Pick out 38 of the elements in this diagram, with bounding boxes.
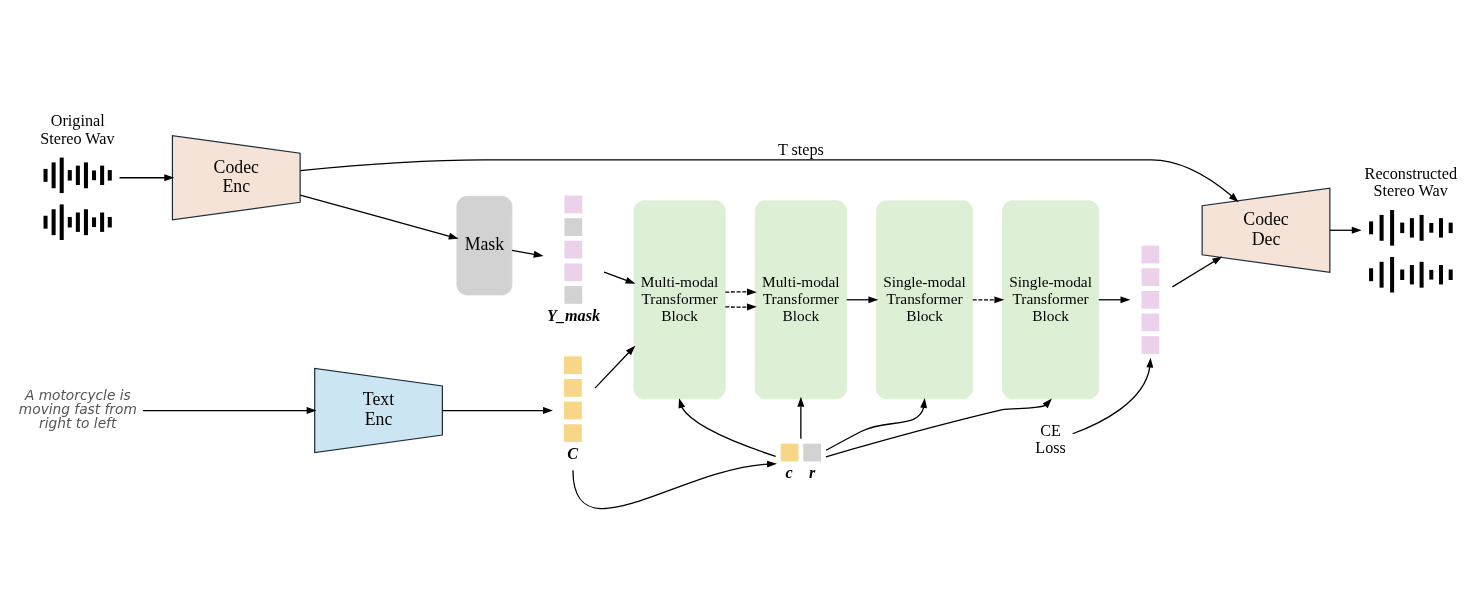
- node-box: Text Enc: [314, 367, 443, 453]
- node-box: Single-modal Transformer Block: [876, 199, 973, 399]
- node-box: Multi-modal Transformer Block: [754, 199, 847, 399]
- arrow: [972, 295, 1005, 303]
- arrow: [1072, 357, 1154, 434]
- arrow: [724, 303, 757, 310]
- node-label: r: [808, 463, 816, 481]
- arrow: [511, 249, 544, 258]
- node-box: Multi-modal Transformer Block: [633, 199, 726, 399]
- node-box: Single-modal Transformer Block: [1002, 199, 1100, 399]
- node-box: Codec Dec: [1201, 187, 1331, 273]
- node-label: c: [785, 463, 793, 481]
- arrow: [797, 396, 805, 439]
- arrow: [299, 158, 1239, 202]
- arrow: [142, 406, 317, 414]
- arrow: [572, 460, 777, 509]
- node-label: Y_mask: [547, 306, 601, 324]
- arrow: [1329, 226, 1362, 234]
- arrow: [825, 397, 928, 451]
- arrow: [603, 271, 636, 284]
- node-box: Codec Enc: [171, 134, 301, 220]
- arrow: [118, 173, 175, 181]
- arrow: [724, 288, 757, 295]
- arrow: [1171, 256, 1223, 287]
- node-label: C: [567, 444, 579, 462]
- node-text: CE Loss: [1035, 421, 1066, 456]
- arrow: [441, 406, 553, 414]
- arrow: [825, 398, 1052, 457]
- node-label: Reconstructed Stereo Wav: [1364, 164, 1458, 199]
- arrow: [299, 194, 459, 239]
- node-label: Original Stereo Wav: [40, 111, 115, 147]
- arrow: [594, 345, 636, 389]
- node-text: A motorcycle is moving fast from right to left: [18, 386, 137, 431]
- arrow: [1098, 295, 1131, 303]
- edge-label: T steps: [777, 140, 824, 158]
- node-box: Mask: [456, 195, 513, 295]
- arrow: [846, 295, 879, 303]
- arrow: [678, 397, 777, 457]
